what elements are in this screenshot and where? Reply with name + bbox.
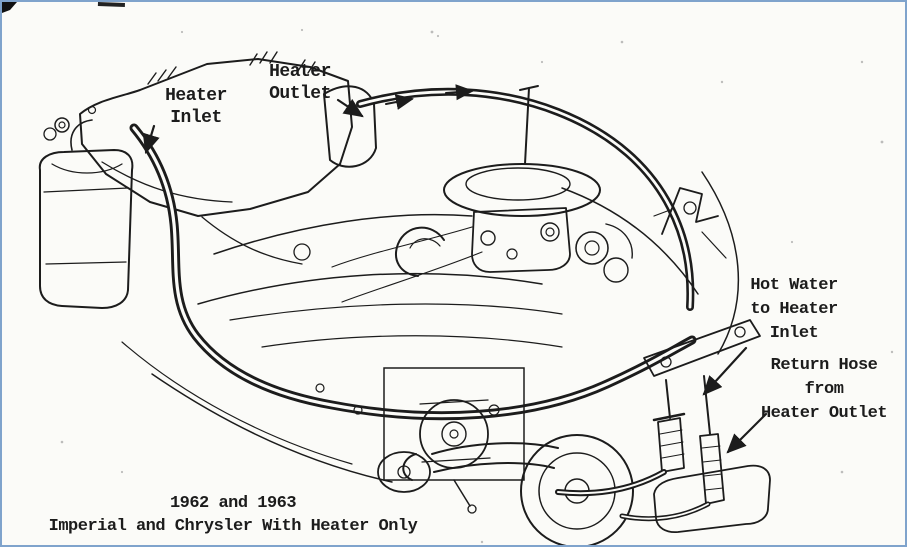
carburetor	[395, 85, 633, 283]
flow-arrow	[385, 94, 414, 110]
hot-water-arrow	[702, 346, 748, 396]
figure-caption: 1962 and 1963 Imperial and Chrysler With…	[48, 494, 418, 536]
heater-outlet-hose	[356, 84, 695, 311]
scan-noise	[2, 2, 894, 544]
reservoir-cylinder	[38, 119, 134, 309]
label-hot-water-to-heater-inlet: Hot Water to Heater Inlet	[750, 276, 838, 343]
engine-body	[121, 171, 740, 483]
upper-right-bracket	[653, 187, 727, 259]
label-heater-inlet: Heater Inlet	[165, 86, 227, 128]
heater-inlet-arrow	[142, 124, 160, 155]
label-heater-outlet: Heater Outlet	[269, 62, 331, 104]
distributor-area	[383, 367, 525, 514]
flow-arrow	[445, 84, 474, 101]
heater-box	[43, 51, 377, 217]
label-return-hose-from-heater-outlet: Return Hose from Heater Outlet	[760, 356, 888, 423]
heater-inlet-hose	[129, 123, 697, 421]
fan-pulley-belt	[377, 434, 634, 545]
heater-outlet-arrow	[336, 98, 364, 118]
heater-valve-fittings	[555, 319, 771, 533]
return-hose-arrow	[726, 412, 768, 454]
